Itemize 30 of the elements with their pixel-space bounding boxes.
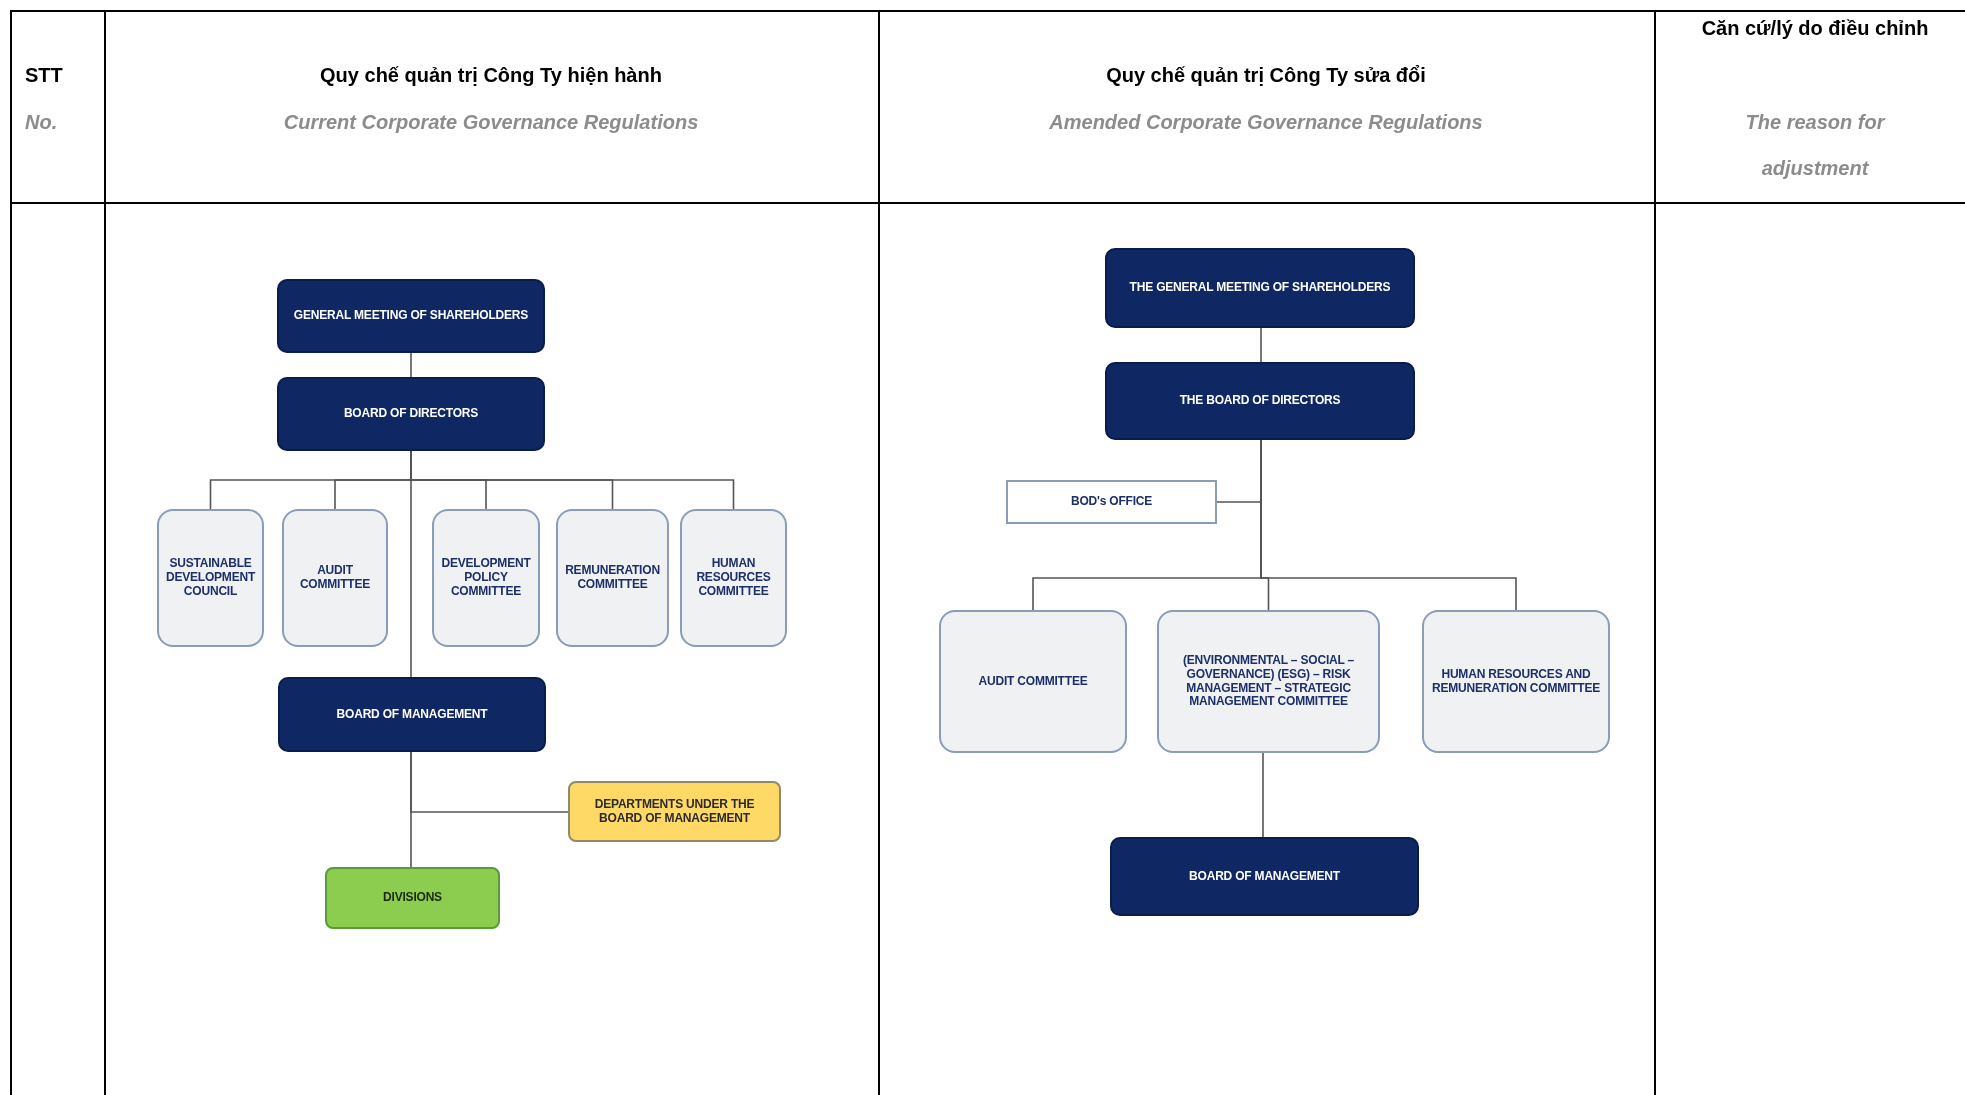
org-box: THE GENERAL MEETING OF SHAREHOLDERS [1105,248,1415,328]
connector-line [1260,327,1262,363]
column-subheader: The reason for adjustment [1744,110,1887,181]
connector-line [1262,752,1264,838]
office-box: BOD's OFFICE [1006,480,1217,524]
org-box: BOARD OF MANAGEMENT [278,677,546,752]
org-box: GENERAL MEETING OF SHAREHOLDERS [277,279,545,353]
connector-line [410,352,412,378]
committee-box: DEVELOPMENT POLICY COMMITTEE [432,509,540,647]
column-header: STT [25,63,64,88]
org-box: BOARD OF MANAGEMENT [1110,837,1419,916]
committee-box: HUMAN RESOURCES COMMITTEE [680,509,787,647]
column-header: Quy chế quản trị Công Ty hiện hành [319,63,663,88]
committee-box: AUDIT COMMITTEE [282,509,388,647]
org-box: THE BOARD OF DIRECTORS [1105,362,1415,440]
connector-line [410,450,412,678]
committee-box: REMUNERATION COMMITTEE [556,509,669,647]
committee-box: AUDIT COMMITTEE [939,610,1127,753]
column-subheader: Current Corporate Governance Regulations [282,110,700,135]
org-box: BOARD OF DIRECTORS [277,377,545,451]
department-box: DEPARTMENTS UNDER THE BOARD OF MANAGEMENT [568,781,781,842]
column-header: Quy chế quản trị Công Ty sửa đổi [1105,63,1427,88]
division-box: DIVISIONS [325,867,500,929]
column-subheader: Amended Corporate Governance Regulations [1048,110,1484,135]
committee-box: (ENVIRONMENTAL – SOCIAL – GOVERNANCE) (ESG) – RISK MANAGEMENT – STRATEGIC MANAGEMENT COMMITTEE [1157,610,1380,753]
committee-box: HUMAN RESOURCES AND REMUNERATION COMMITTEE [1422,610,1610,753]
column-header: Căn cứ/lý do điều chỉnh [1700,16,1930,41]
column-subheader: No. [25,110,59,135]
committee-box: SUSTAINABLE DEVELOPMENT COUNCIL [157,509,264,647]
connector-line [410,751,412,868]
